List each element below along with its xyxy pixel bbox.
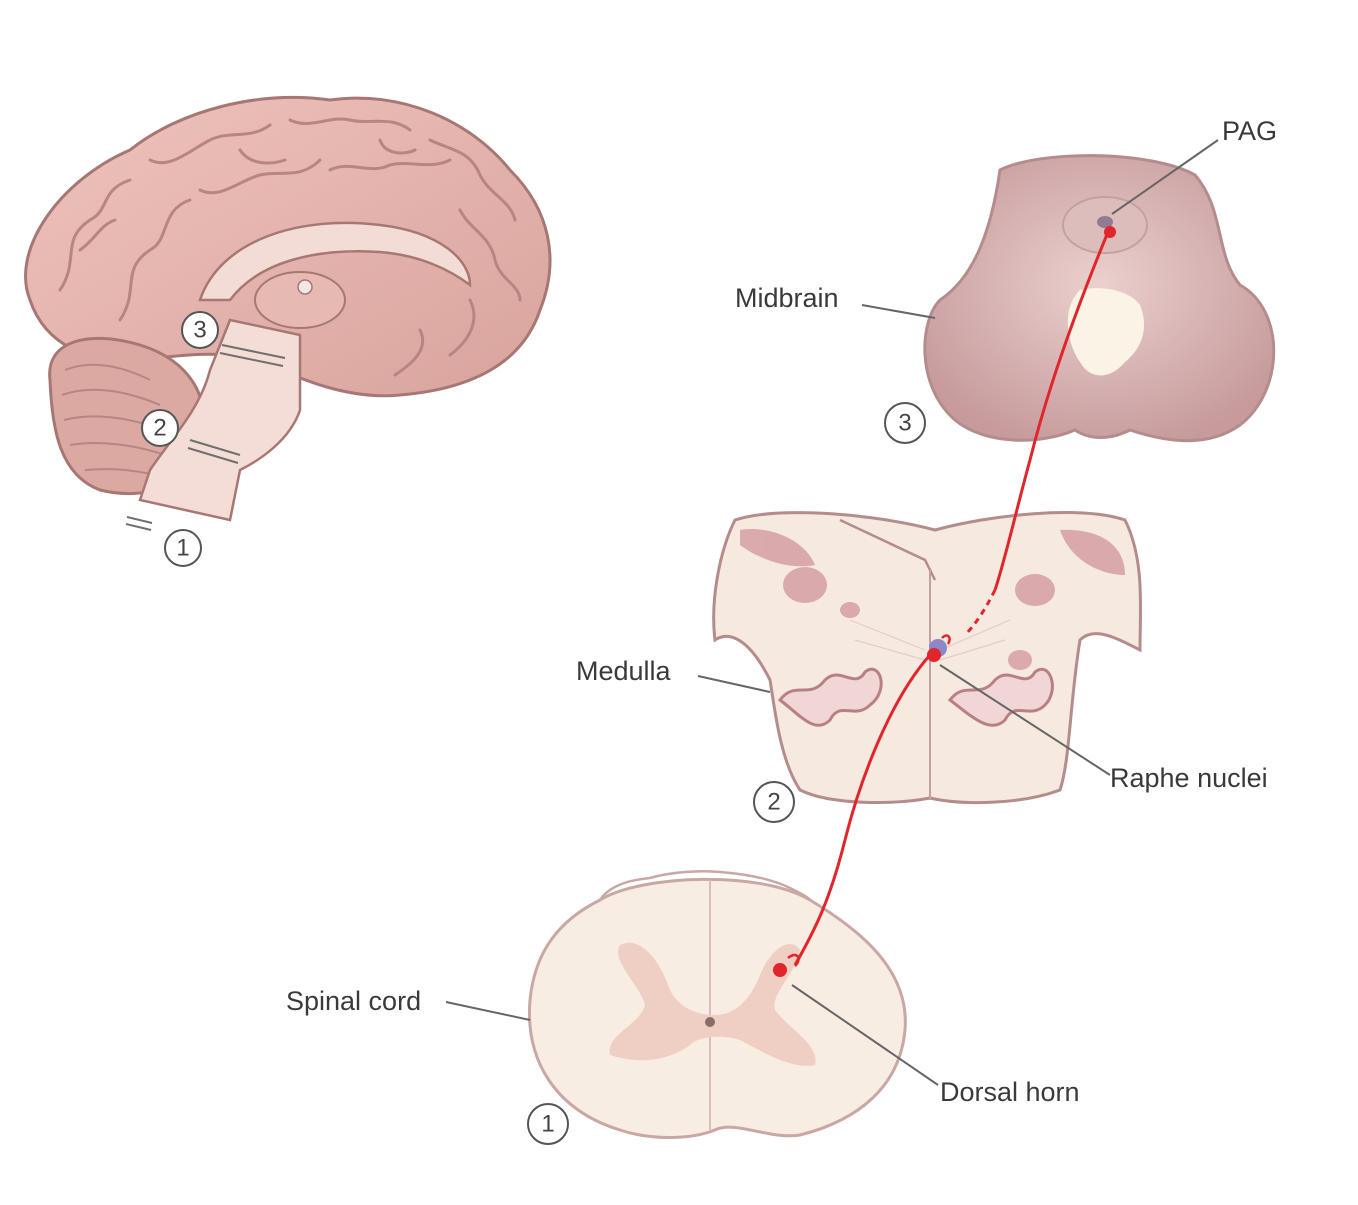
spinal-cord-outline [527, 877, 907, 1139]
medulla-leader [697, 675, 771, 693]
marker-2-brain: 2 [141, 409, 179, 447]
pag-leader [1111, 139, 1219, 215]
spinal-cord-leader [445, 1001, 531, 1021]
midbrain-leader [861, 304, 936, 319]
brain-sagittal-illustration: 3 2 1 [24, 96, 552, 567]
label-midbrain: Midbrain [735, 283, 839, 313]
pathway-dashed-segment [963, 589, 997, 637]
corpus-callosum [198, 221, 472, 302]
pathway-raphe-to-dorsal-horn [793, 654, 932, 966]
section-cut-lines [125, 344, 286, 531]
dorsal-horn-neuron [773, 963, 787, 977]
spinal-gray-matter [609, 942, 816, 1066]
label-medulla: Medulla [576, 656, 672, 686]
central-canal [705, 1017, 715, 1027]
label-dorsal-horn: Dorsal horn [940, 1077, 1080, 1107]
inferior-olive-right [947, 667, 1054, 727]
raphe-leader [939, 664, 1111, 776]
medulla-section: 2 [712, 511, 1143, 823]
marker-3-section: 3 [884, 402, 926, 444]
svg-text:2: 2 [153, 415, 166, 442]
labels: PAG Midbrain Medulla Raphe nuclei Spinal… [286, 116, 1277, 1107]
label-spinal-cord: Spinal cord [286, 986, 421, 1016]
pathway-pag-to-raphe [993, 231, 1110, 591]
svg-text:1: 1 [541, 1111, 554, 1138]
midbrain-section: 3 [884, 154, 1276, 444]
pag-neuron [1104, 226, 1116, 238]
svg-text:1: 1 [176, 535, 189, 562]
spinal-cord-section: 1 [527, 870, 907, 1145]
leader-lines [445, 139, 1219, 1086]
dorsal-horn-leader [791, 984, 939, 1086]
gyri-lines [58, 117, 522, 377]
marker-1-brain: 1 [164, 529, 202, 567]
svg-text:3: 3 [898, 410, 911, 437]
midbrain-pale-region [1067, 288, 1145, 376]
medulla-nuclei [740, 529, 1125, 670]
descending-pain-pathway [773, 226, 1116, 977]
marker-2-section: 2 [753, 781, 795, 823]
cerebral-aqueduct [1097, 216, 1113, 228]
svg-text:3: 3 [193, 317, 206, 344]
thalamus [254, 271, 346, 329]
marker-3-brain: 3 [181, 311, 219, 349]
label-pag: PAG [1222, 116, 1277, 146]
marker-1-section: 1 [527, 1103, 569, 1145]
brainstem [138, 318, 302, 522]
raphe-neuron [927, 648, 941, 662]
inferior-olive-left [777, 667, 883, 727]
svg-text:2: 2 [767, 789, 780, 816]
label-raphe-nuclei: Raphe nuclei [1110, 763, 1268, 793]
